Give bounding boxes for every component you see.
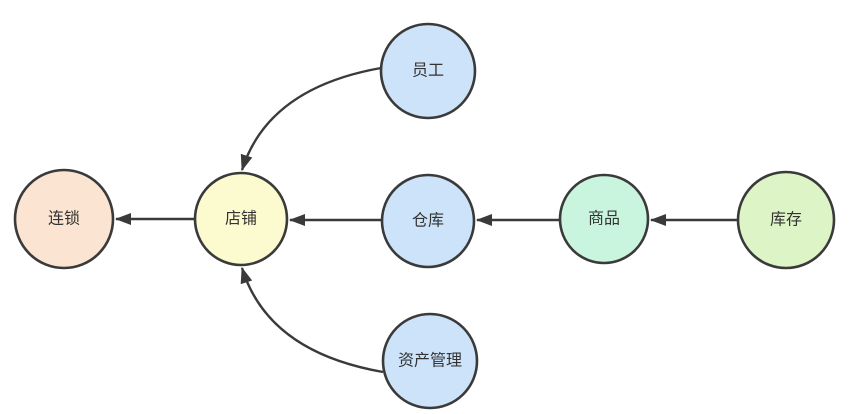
node-cangku[interactable]: 仓库 <box>380 173 476 269</box>
node-circle-dianpu[interactable] <box>193 171 289 267</box>
node-shangpin[interactable]: 商品 <box>558 173 650 265</box>
node-label-liansuo: 连锁 <box>48 210 80 228</box>
node-dianpu[interactable]: 店铺 <box>193 171 289 267</box>
node-label-cangku: 仓库 <box>412 212 444 230</box>
edge-yuangong-to-dianpu[interactable] <box>240 66 382 171</box>
node-label-dianpu: 店铺 <box>225 210 257 228</box>
node-circle-yuangong[interactable] <box>379 22 477 120</box>
edge-zichanguanli-to-dianpu[interactable] <box>240 267 384 374</box>
node-circle-kucun[interactable] <box>736 170 836 270</box>
edges-layer <box>115 66 738 374</box>
node-circle-liansuo[interactable] <box>13 168 115 270</box>
node-label-shangpin: 商品 <box>588 210 620 228</box>
node-circle-zichanguanli[interactable] <box>381 312 479 410</box>
node-label-zichanguanli: 资产管理 <box>398 352 462 370</box>
node-circle-cangku[interactable] <box>380 173 476 269</box>
node-circle-shangpin[interactable] <box>558 173 650 265</box>
node-label-yuangong: 员工 <box>412 62 444 80</box>
node-zichanguanli[interactable]: 资产管理 <box>381 312 479 410</box>
node-label-kucun: 库存 <box>770 211 802 229</box>
node-liansuo[interactable]: 连锁 <box>13 168 115 270</box>
node-kucun[interactable]: 库存 <box>736 170 836 270</box>
node-yuangong[interactable]: 员工 <box>379 22 477 120</box>
